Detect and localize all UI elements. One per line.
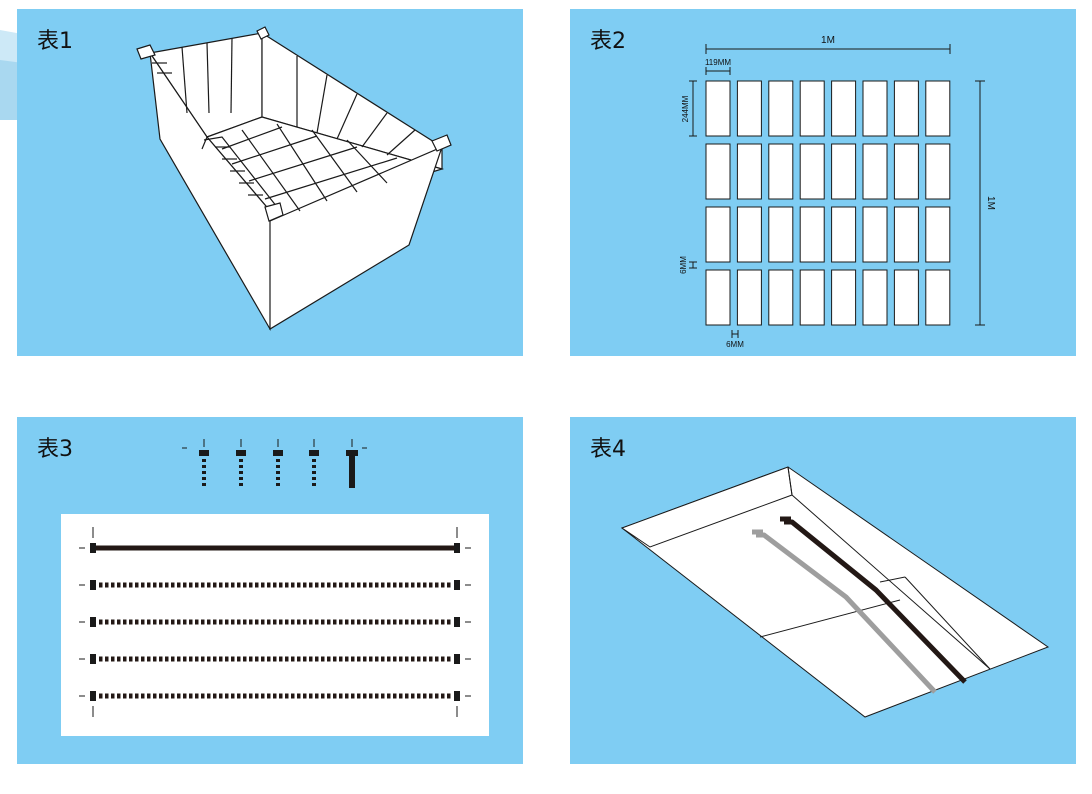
grid-cell xyxy=(925,269,951,326)
panel-1: 表1 xyxy=(17,9,523,356)
strip-end-cap xyxy=(90,617,96,627)
grid-cell xyxy=(799,143,825,200)
grid-cell xyxy=(862,269,888,326)
strip-panel xyxy=(61,514,489,736)
grid-cell xyxy=(831,269,857,326)
panel-4: 表4 xyxy=(570,417,1076,764)
connector-dashed-icon xyxy=(273,439,283,486)
grid-cell xyxy=(736,206,762,263)
grid-cell xyxy=(799,206,825,263)
grid-cell xyxy=(831,143,857,200)
grid-cell xyxy=(862,206,888,263)
grid-cell xyxy=(831,206,857,263)
strip-end-cap xyxy=(90,580,96,590)
container-box-diagram xyxy=(136,26,452,332)
connector-dashed-icon xyxy=(236,439,246,486)
strips-diagram xyxy=(79,527,471,717)
strip-end-cap xyxy=(454,654,460,664)
grid-cell xyxy=(768,269,794,326)
grid-cell xyxy=(705,269,731,326)
dark-cable xyxy=(784,519,967,684)
strip-end-cap xyxy=(454,691,460,701)
grid-cell xyxy=(893,206,919,263)
tray-cable-diagram xyxy=(620,466,1050,718)
grid-cell xyxy=(893,80,919,137)
grid-cell xyxy=(893,269,919,326)
strip-end-cap xyxy=(90,543,96,553)
strip-end-cap xyxy=(454,580,460,590)
grid-cell xyxy=(893,143,919,200)
panel-title: 表2 xyxy=(590,29,626,54)
panel-3: 表3 xyxy=(17,417,523,764)
cell-height-label: 244MM xyxy=(681,95,690,122)
connector-icons xyxy=(182,439,367,488)
panel-title: 表3 xyxy=(37,437,73,462)
connector-dashed-icon xyxy=(182,439,209,486)
panel-title: 表1 xyxy=(37,29,73,54)
panel-2: 表2 1M xyxy=(570,9,1076,356)
grid-cell xyxy=(705,206,731,263)
grid-cell xyxy=(736,269,762,326)
grid-cells xyxy=(705,80,951,326)
cell-width-label: 119MM xyxy=(705,58,731,67)
grid-cell xyxy=(862,80,888,137)
grid-layout-diagram: 1M 119MM 244MM 1M 6MM 6MM xyxy=(679,35,996,349)
height-dim-label: 1M xyxy=(985,196,996,210)
grid-cell xyxy=(705,143,731,200)
gap-h-label: 6MM xyxy=(726,340,744,349)
strip-end-cap xyxy=(454,617,460,627)
strip-end-cap xyxy=(90,691,96,701)
grid-cell xyxy=(736,80,762,137)
gap-v-label: 6MM xyxy=(679,256,688,274)
strip-end-cap xyxy=(90,654,96,664)
grid-cell xyxy=(768,80,794,137)
grid-cell xyxy=(925,80,951,137)
grid-cell xyxy=(768,206,794,263)
strip-end-cap xyxy=(454,543,460,553)
grid-cell xyxy=(736,143,762,200)
connector-dashed-icon xyxy=(309,439,319,486)
grid-cell xyxy=(705,80,731,137)
connector-solid-icon xyxy=(346,439,367,488)
panel-title: 表4 xyxy=(590,437,626,462)
grid-cell xyxy=(925,206,951,263)
gray-cable xyxy=(756,532,937,694)
grid-cell xyxy=(831,80,857,137)
grid-cell xyxy=(799,269,825,326)
grid-cell xyxy=(768,143,794,200)
width-dim-label: 1M xyxy=(821,35,835,46)
grid-cell xyxy=(862,143,888,200)
grid-cell xyxy=(925,143,951,200)
grid-cell xyxy=(799,80,825,137)
